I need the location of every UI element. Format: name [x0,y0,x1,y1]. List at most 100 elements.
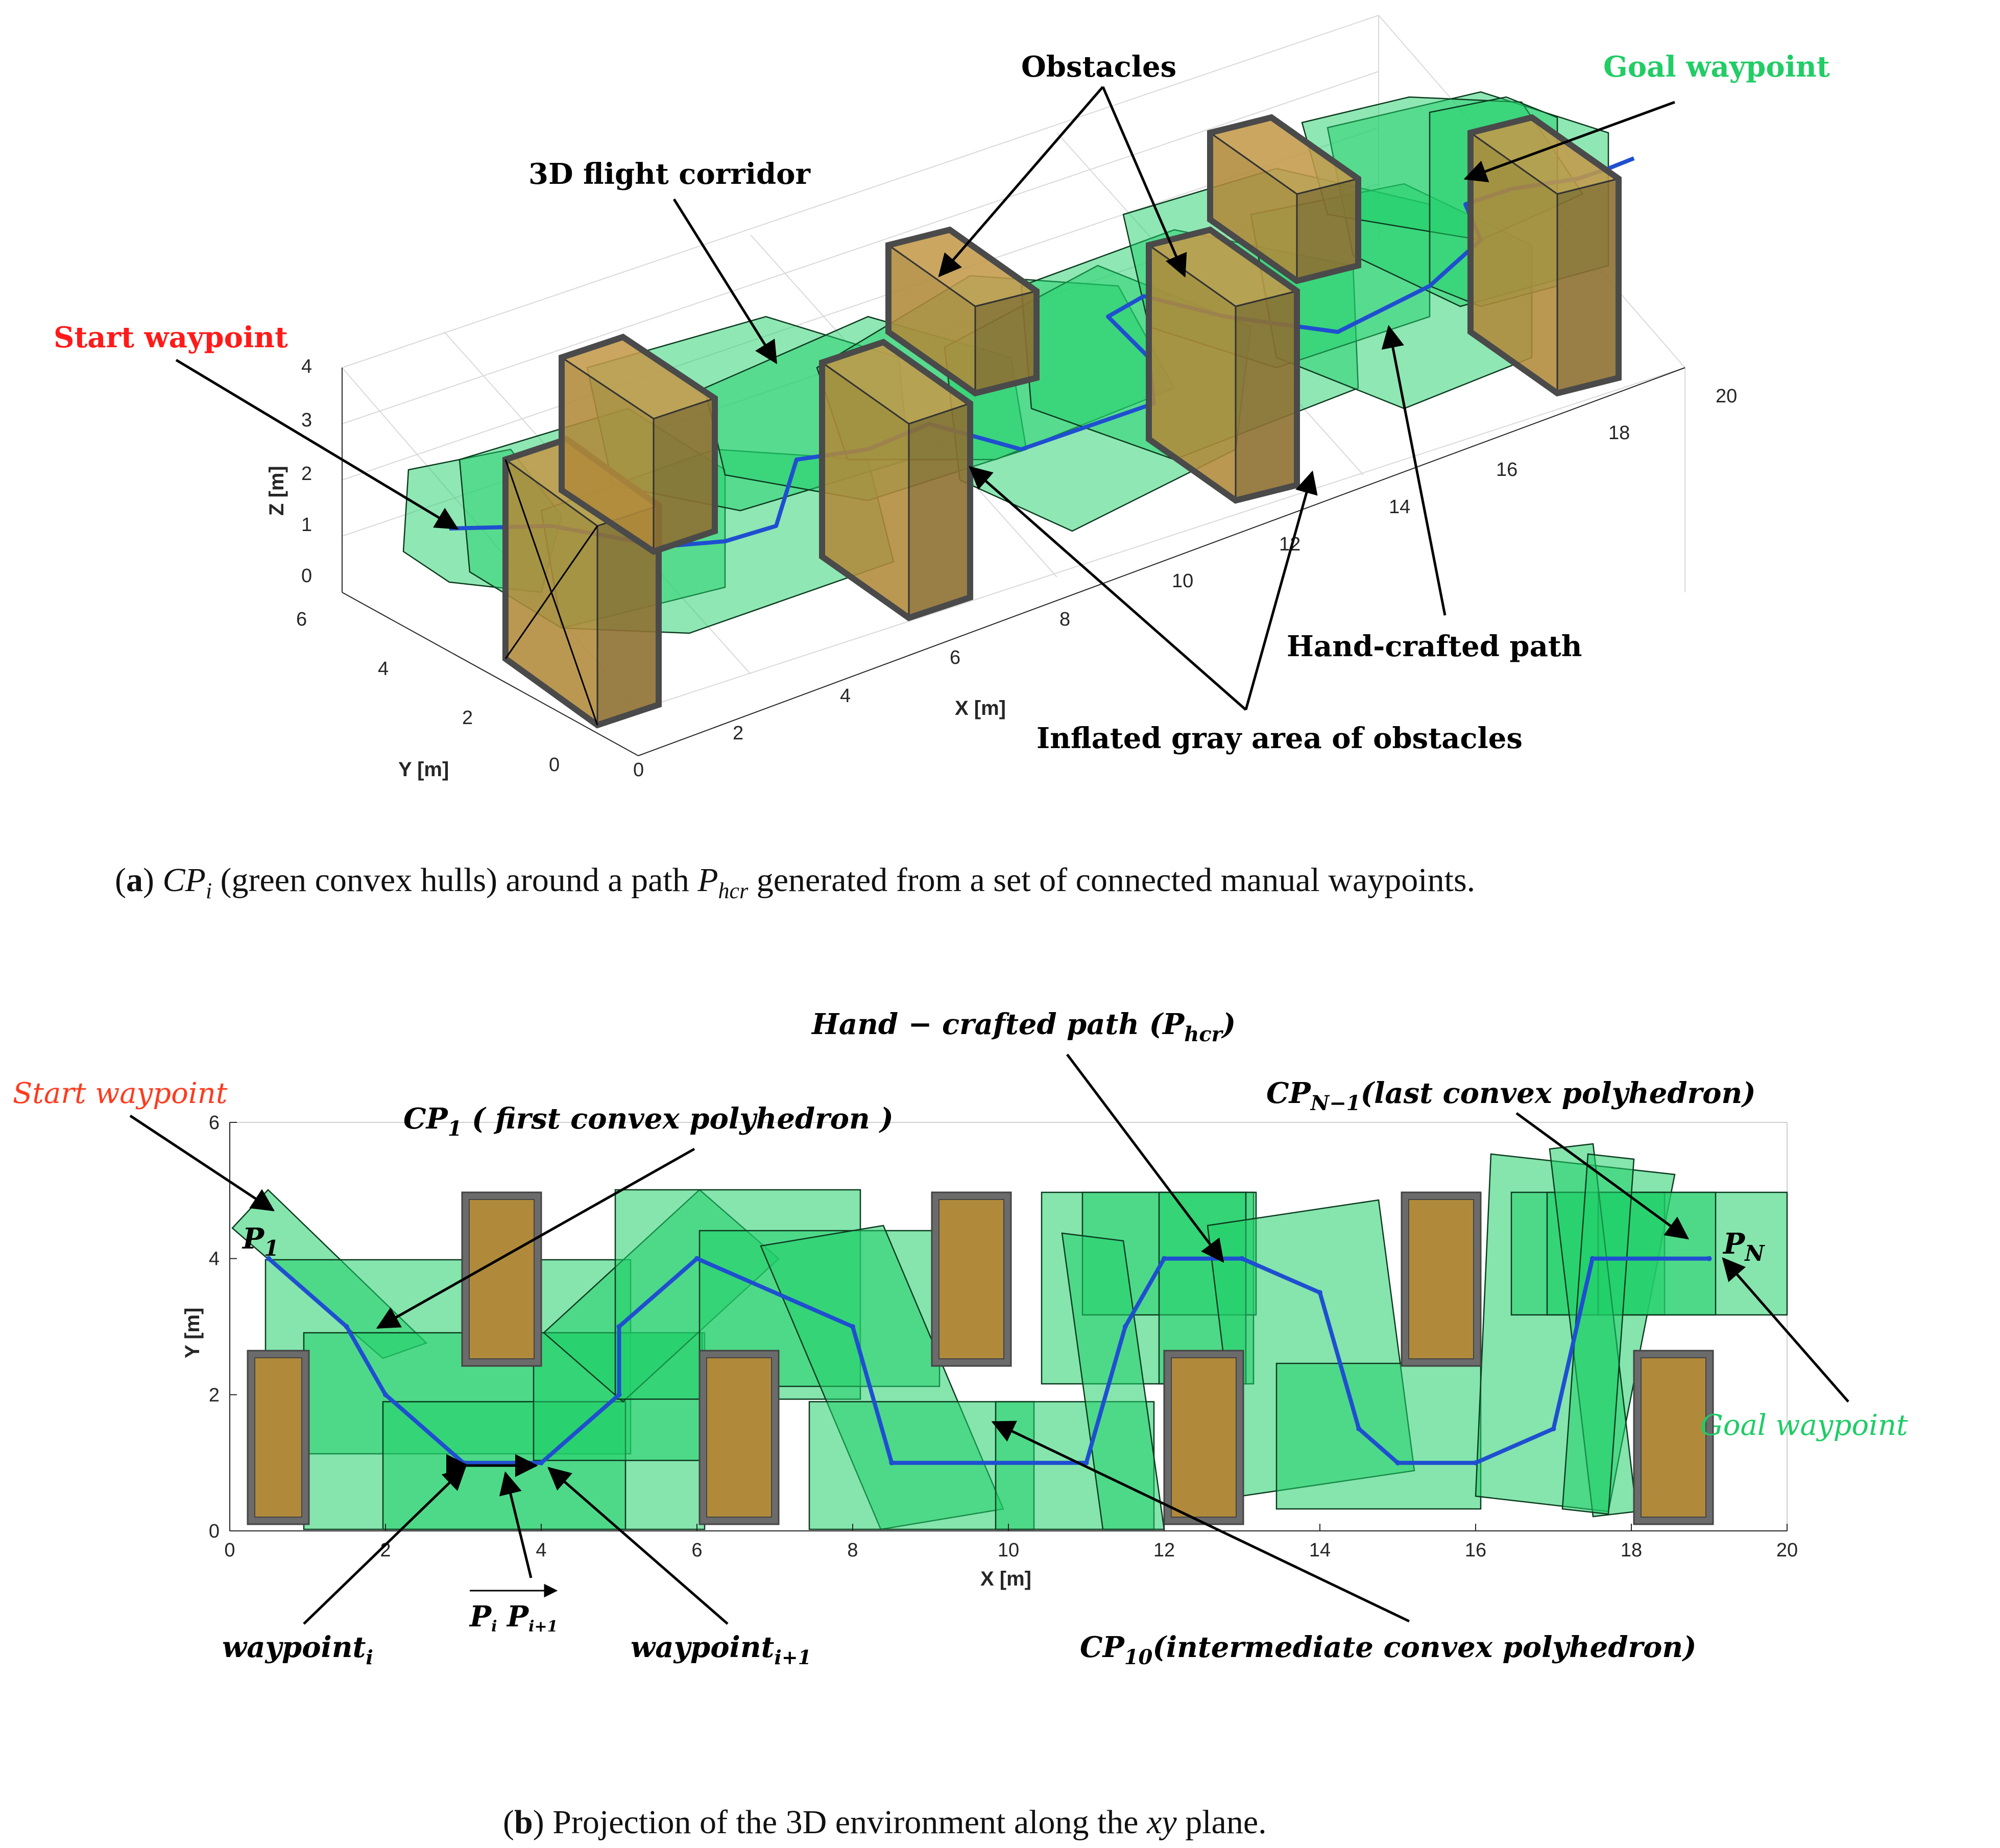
x-tick-0: 0 [633,759,644,781]
waypoint-i-label: waypointi [222,1630,373,1669]
waypoint-i1-label: waypointi+1 [631,1630,811,1669]
waypoint-marker [1706,1256,1712,1261]
y-tick-4: 4 [378,658,389,680]
cp1-label: CP1 ( first convex polyhedron ) [403,1102,894,1141]
vector-label: Pi Pi+1 [469,1600,558,1636]
waypoint-marker [616,1324,622,1329]
x-tick-4: 4 [840,685,851,707]
x-tick-20: 20 [1716,386,1737,407]
corridor-label: 3D flight corridor [528,157,811,191]
waypoint-marker [539,1460,544,1466]
obstacle-3d-7 [1467,114,1622,397]
waypoint-marker [1122,1324,1128,1329]
y-axis-label: Y [m] [398,758,449,781]
obstacles-2d [247,1191,1714,1525]
goal-arrow-b [1722,1257,1849,1403]
panel-a-3d-plot: 0 2 4 6 8 10 12 14 16 18 20 X [m] 0 2 4 … [54,14,1830,781]
x-tick-label: 4 [536,1540,546,1561]
y-tick-label: 4 [209,1249,220,1270]
obstacle-2d-5 [1163,1350,1244,1525]
cp1-arrow [376,1147,695,1329]
y-tick-0: 0 [549,754,560,776]
pn-label: PN [1722,1227,1765,1266]
waypoint-marker [850,1324,855,1329]
waypoint-marker [461,1460,466,1466]
x-tick-6: 6 [950,647,960,668]
waypoint-marker [1162,1256,1167,1261]
x-tick-label: 14 [1309,1540,1331,1561]
x-tick-label: 0 [224,1540,235,1561]
start-waypoint-label-b: Start waypoint [13,1077,228,1110]
waypoint-marker [1356,1426,1362,1431]
y-tick-label: 6 [209,1112,220,1134]
x-axis-label: X [m] [955,697,1006,719]
obstacle-3d-6 [1207,114,1361,284]
hull-17 [1275,1362,1482,1510]
obstacles-arrow-1 [938,86,1104,277]
axis-ticks-3d: 0 2 4 6 8 10 12 14 16 18 20 X [m] 0 2 4 … [266,356,1737,781]
goal-waypoint-label: Goal waypoint [1603,50,1830,84]
inflated-arrow-1 [969,466,1247,711]
waypoint-i1-arrow [547,1467,729,1625]
annotations-a: Obstacles Goal waypoint 3D flight corrid… [54,50,1830,755]
obstacle-2d-2 [461,1191,542,1367]
obstacle-3d-2 [559,333,718,555]
path-arrow-b [1066,1053,1224,1263]
waypoint-marker [383,1392,388,1398]
hull-23 [1561,1153,1635,1515]
z-tick-3: 3 [301,410,312,431]
inflated-arrow-2 [1244,470,1318,710]
obstacles-label: Obstacles [1021,50,1176,84]
z-axis-label: Z [m] [266,466,288,516]
cp10-arrow [991,1421,1410,1623]
x-tick-label: 18 [1621,1540,1642,1561]
y-tick-label: 0 [209,1521,220,1542]
z-tick-0: 0 [301,565,312,587]
y-tick-label: 2 [209,1384,220,1406]
waypoint-marker [1551,1426,1556,1431]
goal-waypoint-label-b: Goal waypoint [1700,1409,1908,1442]
obstacle-2d-1 [247,1350,310,1525]
y-tick-2: 2 [462,707,473,729]
start-arrow [175,358,459,530]
waypoint-i-arrow [303,1467,466,1625]
obstacle-3d-5 [1146,226,1300,504]
obstacle-2d-3 [698,1350,780,1525]
obstacle-3d-3 [819,339,973,621]
x-axis-label-b: X [m] [980,1568,1031,1590]
x-tick-16: 16 [1496,459,1517,481]
waypoint-marker [1083,1460,1089,1466]
waypoint-marker [344,1324,349,1329]
x-tick-8: 8 [1059,609,1070,630]
path-arrow [1381,325,1447,616]
waypoint-marker [1239,1256,1245,1261]
y-axis-label-b: Y [m] [181,1308,204,1358]
path-title-label: Hand − crafted path (Phcr) [811,1007,1236,1046]
corridor-arrow [672,198,778,365]
x-tick-18: 18 [1608,422,1630,444]
x-tick-label: 16 [1465,1540,1486,1561]
caption-a: (a) CPi (green convex hulls) around a pa… [115,861,1475,903]
x-tick-label: 2 [380,1540,391,1561]
waypoint-marker [1317,1290,1322,1295]
cp10-label: CP10(intermediate convex polyhedron) [1080,1630,1697,1669]
waypoint-marker [266,1256,272,1261]
start-arrow-b [129,1114,275,1212]
z-tick-1: 1 [301,514,312,536]
annotations-b: Hand − crafted path (Phcr) Start waypoin… [13,1007,1908,1669]
waypoint-marker [889,1460,895,1466]
x-tick-2: 2 [733,723,743,744]
p1-label: P1 [242,1222,279,1261]
cpn-label: CPN−1(last convex polyhedron) [1266,1076,1756,1115]
x-tick-10: 10 [1172,570,1193,592]
z-tick-2: 2 [301,463,312,485]
start-waypoint-label: Start waypoint [54,321,288,354]
caption-b: (b) Projection of the 3D environment alo… [503,1804,1267,1841]
x-tick-label: 12 [1153,1540,1175,1561]
obstacle-2d-6 [1401,1191,1482,1367]
x-tick-14: 14 [1389,496,1410,518]
segment-up-arrow [499,1471,533,1578]
